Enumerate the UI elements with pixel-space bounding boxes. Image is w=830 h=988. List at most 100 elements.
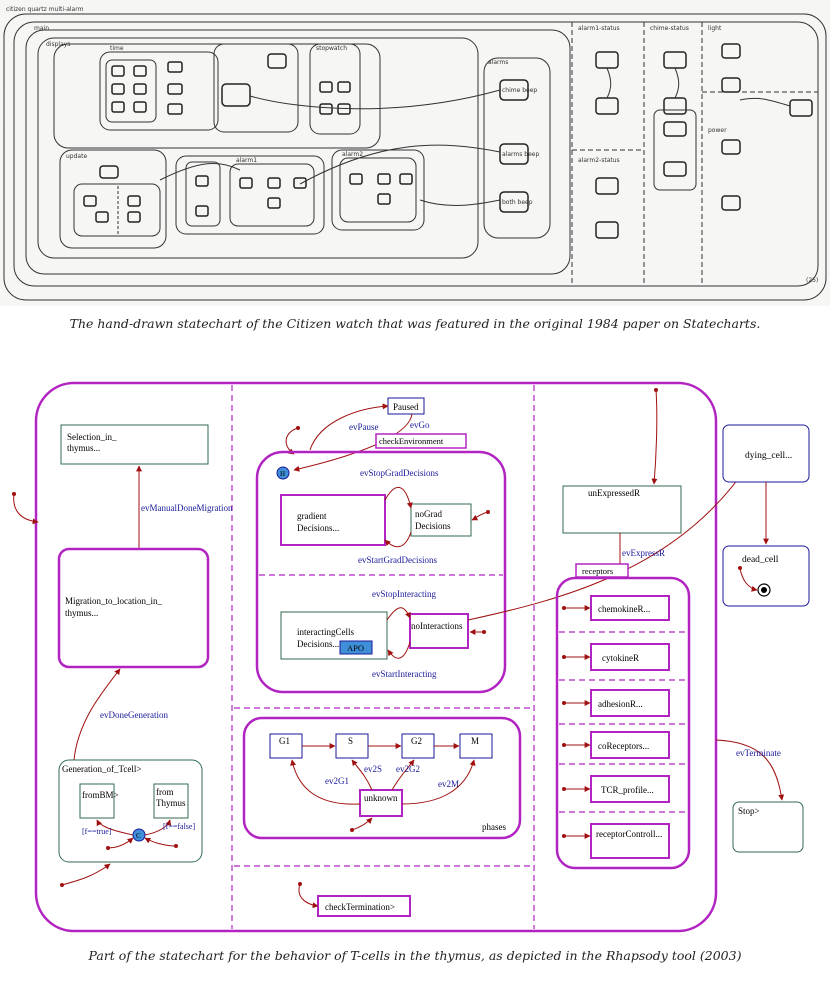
check-environment-label: checkEnvironment xyxy=(379,436,444,446)
condition-connector-label: C xyxy=(136,832,141,840)
event-start-grad-decisions: evStartGradDecisions xyxy=(358,555,437,565)
state-g1[interactable]: G1 xyxy=(269,733,303,759)
svg-text:Decisions...: Decisions... xyxy=(297,523,339,533)
dying-cell-label: dying_cell... xyxy=(745,451,792,461)
sketch-light-label: light xyxy=(708,25,722,32)
state-phases[interactable] xyxy=(242,716,522,840)
svg-text:Migration_to_location_in_: Migration_to_location_in_ xyxy=(65,596,162,606)
state-chemokine-r[interactable]: chemokineR... xyxy=(590,595,670,621)
sketch-page-mark: (25) xyxy=(806,277,818,284)
m-label: M xyxy=(471,736,479,746)
svg-text:Selection_in_thymus...: Selection_in_thymus... xyxy=(67,432,117,453)
stop-label: Stop> xyxy=(738,806,760,816)
sketch-chime-beep-label: chime beep xyxy=(502,87,537,94)
state-selection-in-thymus[interactable]: Selection_in_thymus... xyxy=(60,424,209,465)
sketch-both-beep-label: both beep xyxy=(502,199,533,206)
paused-label: Paused xyxy=(393,402,419,412)
state-s[interactable]: S xyxy=(335,733,369,759)
state-migration-to-location[interactable]: Migration_to_location_in_ thymus... xyxy=(57,547,210,669)
state-check-termination[interactable]: checkTermination> xyxy=(317,895,411,917)
svg-text:thymus...: thymus... xyxy=(65,608,98,618)
state-unknown[interactable]: unknown xyxy=(359,789,403,817)
state-adhesion-r[interactable]: adhesionR... xyxy=(590,689,670,717)
sketch-chime-status-label: chime-status xyxy=(650,25,689,32)
state-dying-cell[interactable]: dying_cell... xyxy=(722,424,810,483)
unknown-label: unknown xyxy=(364,793,398,803)
sketch-update-label: update xyxy=(66,153,87,160)
main-state-frame xyxy=(34,381,718,933)
co-receptors-label: coReceptors... xyxy=(598,741,649,751)
phases-label: phases xyxy=(482,822,506,832)
apo-label: APO xyxy=(347,643,364,653)
receptor-control-label: receptorControll... xyxy=(596,829,662,839)
state-selection-line1: Selection_in_ xyxy=(67,432,117,442)
sketch-stopwatch-label: stopwatch xyxy=(316,45,347,52)
event-start-interacting: evStartInteracting xyxy=(372,669,437,679)
adhesion-label: adhesionR... xyxy=(598,699,643,709)
sketch-displays-label: displays xyxy=(46,41,70,48)
state-from-thymus[interactable]: from Thymus xyxy=(153,783,189,819)
state-tcr-profile[interactable]: TCR_profile... xyxy=(590,775,670,803)
event-manual-done-migration: evManualDoneMigration xyxy=(141,503,233,513)
state-paused[interactable]: Paused xyxy=(387,397,425,415)
event-express-r: evExpressR xyxy=(622,548,665,558)
s-label: S xyxy=(348,736,353,746)
svg-text:Decisions: Decisions xyxy=(415,521,451,531)
event-stop-interacting: evStopInteracting xyxy=(372,589,436,599)
state-from-bm[interactable]: fromBM> xyxy=(79,783,119,819)
sketch-time-label: time xyxy=(110,45,124,52)
sketch-top-label: citizen quartz multi-alarm xyxy=(6,6,84,13)
state-check-environment[interactable]: checkEnvironment xyxy=(255,433,507,694)
state-gradient-decisions[interactable]: gradient Decisions... xyxy=(280,494,386,546)
state-dead-cell[interactable]: dead_cell xyxy=(722,545,810,607)
svg-text:gradient: gradient xyxy=(297,511,327,521)
event-terminate: evTerminate xyxy=(736,748,781,758)
event-ev2s: ev2S xyxy=(364,764,382,774)
rhapsody-caption: Part of the statechart for the behavior … xyxy=(88,948,742,963)
event-stop-grad-decisions: evStopGradDecisions xyxy=(360,468,439,478)
state-receptor-controller[interactable]: receptorControll... xyxy=(590,823,670,859)
svg-text:from: from xyxy=(156,787,174,797)
sketch-alarms-label: alarms xyxy=(488,59,508,66)
event-ev-pause: evPause xyxy=(349,422,379,432)
sketch-status2-label: alarm2-status xyxy=(578,157,620,164)
state-stop[interactable]: Stop> xyxy=(732,801,804,853)
generation-label: Generation_of_Tcell> xyxy=(62,764,141,774)
g2-label: G2 xyxy=(411,736,422,746)
sketch-power-label: power xyxy=(708,127,727,134)
event-ev2m: ev2M xyxy=(438,779,459,789)
sketch-alarm1-label: alarm1 xyxy=(236,157,257,164)
guard-true: [f==true] xyxy=(82,827,112,836)
event-done-generation: evDoneGeneration xyxy=(100,710,168,720)
state-un-expressed-r[interactable]: unExpressedR xyxy=(562,485,682,534)
hand-drawn-statechart: citizen quartz multi-alarm main displays… xyxy=(0,0,830,306)
chemokine-label: chemokineR... xyxy=(598,604,650,614)
rhapsody-statechart: Selection_in_thymus... evManualDoneMigra… xyxy=(12,381,810,933)
svg-text:interactingCells: interactingCells xyxy=(297,627,354,637)
state-co-receptors[interactable]: coReceptors... xyxy=(590,731,670,759)
sketch-caption: The hand-drawn statechart of the Citizen… xyxy=(69,316,761,331)
history-connector[interactable]: H xyxy=(276,466,290,480)
state-receptors[interactable]: receptors xyxy=(555,563,691,870)
sketch-main-label: main xyxy=(34,25,49,32)
svg-text:Thymus: Thymus xyxy=(156,798,186,808)
state-cytokine-r[interactable]: cytokineR xyxy=(590,643,670,671)
state-no-grad-decisions[interactable]: noGrad Decisions xyxy=(410,503,472,537)
event-ev-go: evGo xyxy=(410,420,430,430)
guard-false: [f==false] xyxy=(163,822,195,831)
event-ev2g1: ev2G1 xyxy=(325,776,349,786)
no-interactions-label: noInteractions xyxy=(411,621,463,631)
state-no-interactions[interactable]: noInteractions xyxy=(409,613,469,649)
sketch-alarm2-label: alarm2 xyxy=(342,151,363,158)
svg-text:noGrad: noGrad xyxy=(415,509,442,519)
receptors-label: receptors xyxy=(582,566,613,576)
state-g2[interactable]: G2 xyxy=(401,733,435,759)
apo-badge[interactable]: APO xyxy=(339,640,373,655)
sketch-alarms-beep-label: alarms beep xyxy=(502,151,539,158)
g1-label: G1 xyxy=(279,736,290,746)
from-bm-label: fromBM> xyxy=(82,790,119,800)
tcr-profile-label: TCR_profile... xyxy=(601,785,654,795)
svg-text:Decisions...: Decisions... xyxy=(297,639,339,649)
check-termination-label: checkTermination> xyxy=(325,902,395,912)
state-m[interactable]: M xyxy=(459,733,493,759)
